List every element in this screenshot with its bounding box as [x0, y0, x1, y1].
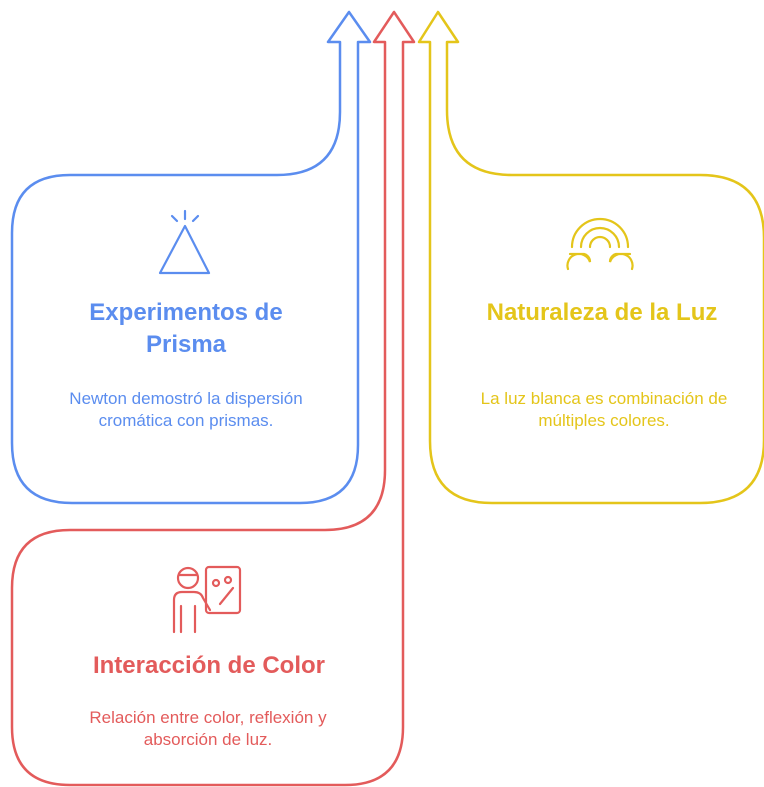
rainbow-icon: [566, 217, 634, 271]
color-card-description: Relación entre color, reflexión y absorc…: [89, 708, 327, 749]
prism-triangle-icon: [158, 209, 211, 275]
painter-palette-icon: [172, 565, 242, 634]
prism-card-outline: [10, 10, 372, 505]
prism-card-title: Experimentos de Prisma: [89, 299, 283, 358]
color-card-title: Interacción de Color: [92, 652, 326, 679]
light-card-description: La luz blanca es combinación de múltiple…: [480, 389, 728, 430]
color-card-outline: [10, 10, 416, 787]
prism-card-description: Newton demostró la dispersión cromática …: [69, 389, 303, 430]
light-card-title: Naturaleza de la Luz: [486, 299, 718, 326]
